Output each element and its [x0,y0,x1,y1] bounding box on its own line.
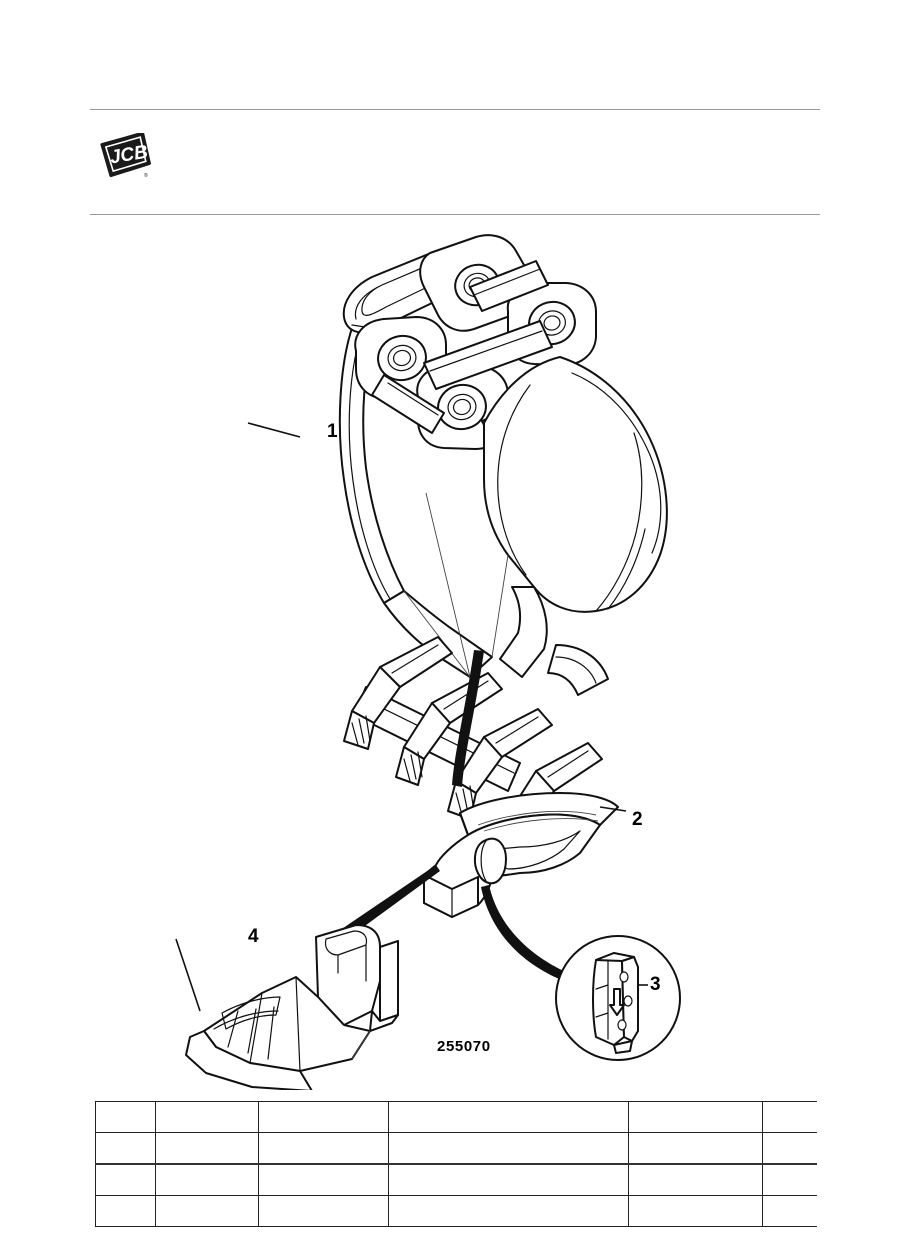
jcb-logo: JCB ® [98,133,154,179]
header-rule-top [90,109,820,110]
cell-description [388,1195,629,1227]
cell-item [95,1163,156,1196]
cell-extra [762,1163,817,1196]
tooth-adapter [423,792,619,918]
table-row[interactable] [95,1132,817,1165]
drawing-number: 255070 [437,1038,491,1055]
callout-4: 4 [248,926,259,947]
cell-part-number [155,1195,259,1227]
callout-1: 1 [327,421,338,442]
retainer-pin [592,952,639,1054]
col-header-extra [762,1101,817,1133]
cell-remarks [628,1132,763,1165]
page-header [90,110,820,214]
bucket-assembly [338,234,668,854]
parts-table [95,1101,817,1243]
callout-2: 2 [632,809,643,830]
cell-quantity [258,1195,389,1227]
cell-item [95,1132,156,1165]
col-header-part-number [155,1101,259,1133]
cell-quantity [258,1132,389,1165]
cell-remarks [628,1163,763,1196]
cell-extra [762,1195,817,1227]
col-header-remarks [628,1101,763,1133]
cell-quantity [258,1163,389,1196]
detail-leader-line [481,885,568,981]
cell-description [388,1163,629,1196]
leader-line-2 [599,806,627,812]
cell-description [388,1132,629,1165]
cell-item [95,1195,156,1227]
assembly-arrow-bucket-to-adapter [452,650,484,787]
trademark-symbol: ® [144,172,148,179]
parts-figure: .ln { fill:none; stroke:#111; stroke-wid… [0,225,909,1090]
col-header-description [388,1101,629,1133]
leader-line-1 [247,422,301,438]
detail-view-circle [555,935,681,1061]
header-rule-bottom [90,214,820,215]
bucket-tooth-1 [343,636,453,750]
leader-line-4 [175,938,201,1012]
table-row[interactable] [95,1163,817,1196]
col-header-quantity [258,1101,389,1133]
cell-part-number [155,1163,259,1196]
table-header-row [95,1101,817,1133]
table-row[interactable] [95,1195,817,1227]
callout-3: 3 [650,974,661,995]
bucket-tooth [185,924,399,1090]
cell-part-number [155,1132,259,1165]
cell-extra [762,1132,817,1165]
col-header-item [95,1101,156,1133]
cell-remarks [628,1195,763,1227]
